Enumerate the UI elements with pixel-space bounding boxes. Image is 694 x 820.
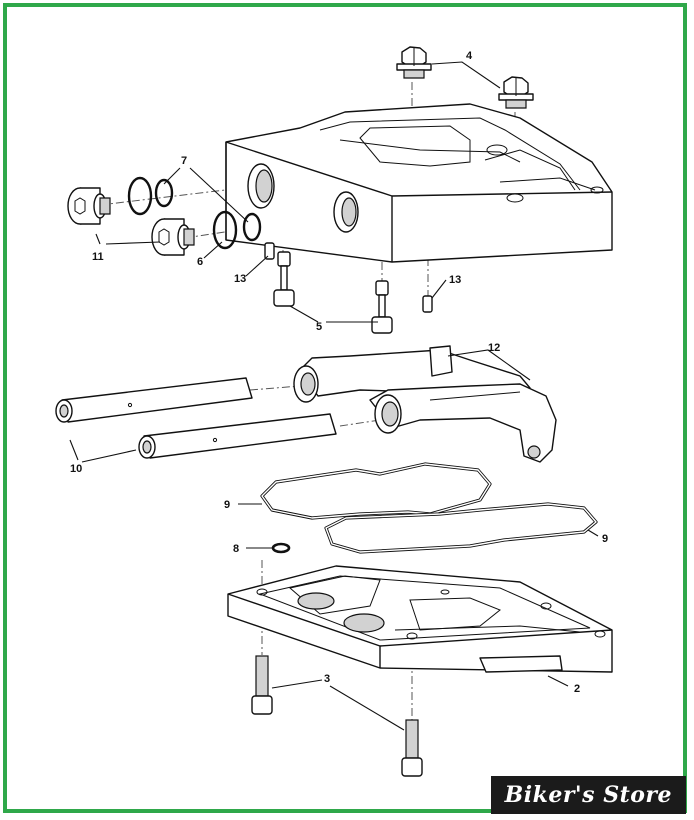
callout-7: 7: [181, 155, 187, 167]
store-watermark: Biker's Store: [490, 776, 686, 814]
rocker-cover: [225, 103, 613, 263]
callout-4: 4: [466, 50, 473, 62]
callout-3: 3: [324, 673, 330, 685]
dowel-pins: [264, 242, 433, 313]
o-rings: [127, 176, 262, 250]
rocker-shaft-lower: [138, 413, 337, 459]
plug-lower: [151, 218, 195, 256]
callout-11: 11: [92, 251, 104, 263]
callout-13-right: 13: [449, 274, 461, 286]
callout-8: 8: [233, 543, 239, 555]
leader-lines: [69, 61, 599, 731]
gaskets: [260, 462, 598, 554]
callout-9-left: 9: [224, 499, 230, 511]
diagram-frame: [3, 3, 687, 813]
rocker-base: [227, 565, 613, 673]
rocker-shaft-upper: [55, 377, 253, 423]
socket-bolts: [251, 655, 423, 777]
small-o-ring: [271, 542, 291, 554]
callout-2: 2: [574, 683, 580, 695]
plug-upper: [67, 187, 111, 225]
rocker-arm-upper: [293, 345, 531, 403]
flange-bolt-right: [498, 76, 534, 109]
flange-bolt-top: [396, 46, 432, 79]
callout-13-left: 13: [234, 273, 246, 285]
callout-labels: 4 7 6 11 13 13 5 12 10 9 9 8 3 2: [70, 50, 608, 695]
callout-5: 5: [316, 321, 322, 333]
callout-10: 10: [70, 463, 82, 475]
callout-6: 6: [197, 256, 203, 268]
rocker-arm-lower: [369, 383, 557, 463]
callout-9-right: 9: [602, 533, 608, 545]
shoulder-bolts: [273, 251, 393, 334]
callout-12: 12: [488, 342, 500, 354]
